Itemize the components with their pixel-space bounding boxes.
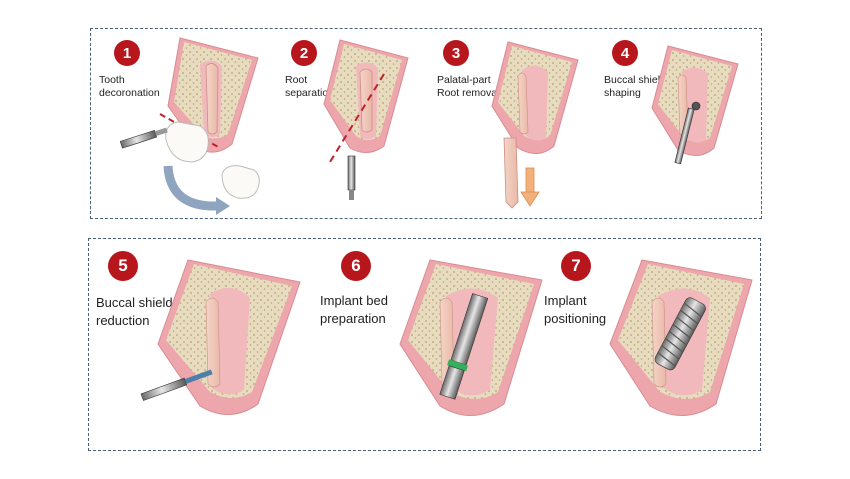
drill-bur-icon	[140, 369, 213, 401]
step-6-badge: 6	[341, 251, 371, 281]
tooth-root	[359, 68, 373, 133]
step-7-badge: 7	[561, 251, 591, 281]
drill-bur-icon	[347, 155, 356, 200]
step-5-illustration	[140, 259, 301, 415]
step-3-label: Palatal-part Root removal	[437, 74, 500, 100]
step-1-label: Tooth decoronation	[99, 74, 160, 100]
step-2-illustration	[323, 39, 409, 200]
tooth-crown-icon	[165, 121, 209, 163]
step-4-badge: 4	[612, 40, 638, 66]
step-4-illustration	[651, 45, 739, 165]
step-5-label: Buccal shield reduction	[96, 295, 173, 328]
step-6-illustration	[399, 259, 543, 416]
extracted-crown-icon	[221, 165, 260, 199]
step-4-label: Buccal shield shaping	[604, 74, 666, 100]
step-7-label: Implant positioning	[544, 293, 607, 326]
steps-panel-top	[90, 28, 762, 219]
step-2-label: Root separation	[285, 74, 335, 100]
rotate-arrow-icon	[163, 165, 230, 215]
cut-line	[329, 73, 385, 163]
step-3-illustration	[491, 41, 579, 209]
implant-drill-icon	[439, 293, 489, 400]
step-6-label: Implant bed preparation	[320, 293, 388, 326]
step-5-badge: 5	[108, 251, 138, 281]
down-arrow-icon	[520, 167, 540, 207]
drill-bur-icon	[119, 127, 168, 149]
palatal-root-fragment	[503, 137, 519, 209]
buccal-shield	[205, 297, 221, 388]
drill-bur-icon	[674, 101, 701, 165]
step-3-badge: 3	[443, 40, 469, 66]
step-1-illustration	[119, 37, 260, 215]
implant-icon	[654, 297, 706, 371]
steps-panel-bottom	[88, 238, 761, 451]
step-7-illustration	[609, 259, 753, 416]
buccal-root-fragment	[517, 72, 529, 135]
step-2-badge: 2	[291, 40, 317, 66]
step-1-badge: 1	[114, 40, 140, 66]
tooth-root	[205, 63, 219, 135]
